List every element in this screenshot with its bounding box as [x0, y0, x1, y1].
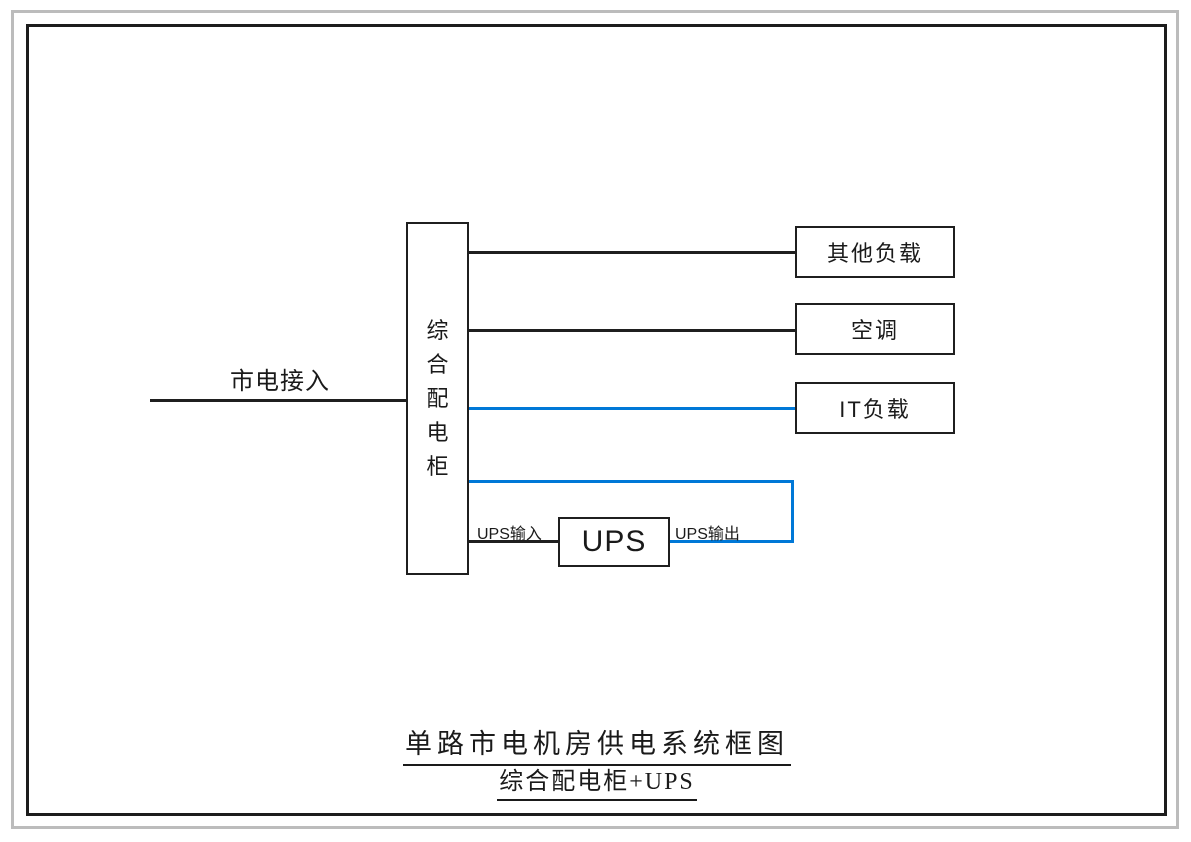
diagram-title: 单路市电机房供电系统框图 — [27, 722, 1167, 766]
diagram-subtitle: 综合配电柜+UPS — [27, 761, 1167, 801]
ups-return-top-line — [469, 480, 794, 483]
mains-input-line — [150, 399, 406, 402]
diagram-title-text: 单路市电机房供电系统框图 — [403, 722, 791, 766]
cabinet-to-aircon-line — [469, 329, 795, 332]
outer-frame — [11, 10, 1179, 829]
cabinet-to-other-load-line — [469, 251, 795, 254]
load-box-other: 其他负载 — [795, 226, 955, 278]
mains-input-label: 市电接入 — [230, 368, 330, 395]
ups-box-label: UPS — [581, 525, 647, 558]
load-box-it-label: IT负载 — [839, 397, 911, 422]
inner-frame — [26, 24, 1167, 816]
ups-input-label: UPS输入 — [477, 526, 542, 543]
ups-return-vertical-line — [791, 480, 794, 543]
load-box-other-label: 其他负载 — [826, 241, 923, 266]
distribution-cabinet-box: 综合配电柜 — [406, 222, 469, 575]
cabinet-to-it-load-line — [469, 407, 795, 410]
ups-box: UPS — [558, 517, 670, 567]
diagram-subtitle-text: 综合配电柜+UPS — [497, 761, 697, 801]
distribution-cabinet-label: 综合配电柜 — [426, 317, 449, 479]
ups-output-label: UPS输出 — [675, 526, 740, 543]
ups-output-line — [670, 540, 794, 543]
load-box-aircon: 空调 — [795, 303, 955, 355]
ups-input-line — [469, 540, 558, 543]
load-box-aircon-label: 空调 — [850, 318, 899, 343]
load-box-it: IT负载 — [795, 382, 955, 434]
